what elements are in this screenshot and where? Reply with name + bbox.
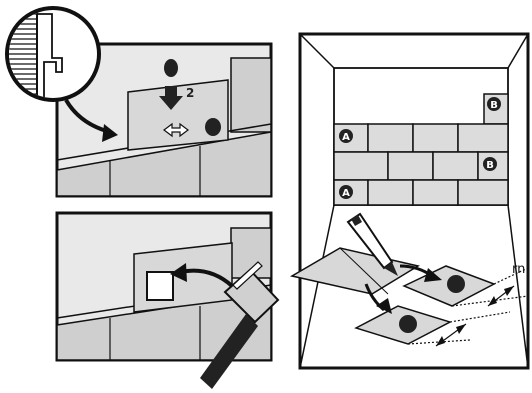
marker-b-mid: B (483, 157, 497, 171)
svg-text:A: A (342, 132, 350, 143)
svg-text:B: B (486, 160, 494, 171)
svg-text:B: B (490, 100, 498, 111)
svg-text:A: A (342, 188, 350, 199)
adhesive-dot (164, 59, 178, 77)
marker-a-top: A (339, 129, 353, 143)
step-number: 2 (186, 86, 194, 100)
tile-being-placed (128, 80, 228, 150)
adhesive-dot-2 (205, 118, 221, 136)
cropped-side-text: rn (512, 262, 525, 277)
panel-right: B A B A (292, 34, 528, 368)
panel-bottom-left (57, 213, 278, 389)
marker-b-top: B (487, 97, 501, 111)
tile-cutout (147, 272, 173, 300)
marker-a-bottom: A (339, 185, 353, 199)
